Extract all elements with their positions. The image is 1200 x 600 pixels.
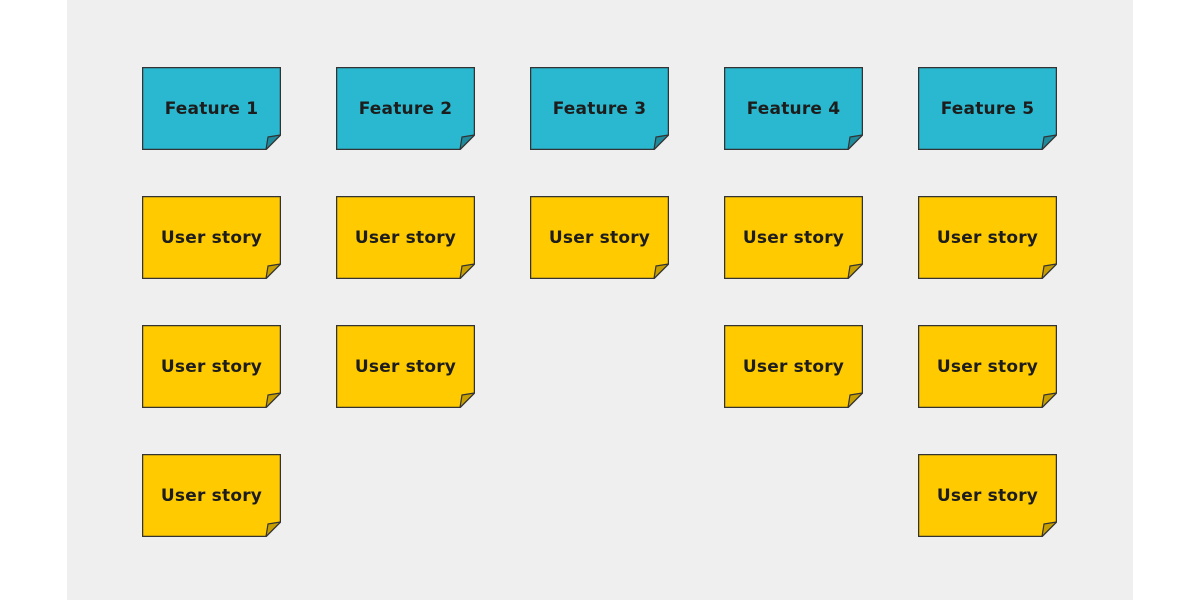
feature-column-1: Feature 1 User story User story User sto… bbox=[142, 67, 281, 537]
note-fold-corner bbox=[459, 263, 475, 279]
user-story-card[interactable]: User story bbox=[724, 325, 863, 408]
note-fold-corner bbox=[459, 134, 475, 150]
note-label: Feature 2 bbox=[358, 98, 453, 119]
note-fold-corner bbox=[1041, 263, 1057, 279]
note-label: User story bbox=[936, 485, 1039, 506]
user-story-card[interactable]: User story bbox=[336, 325, 475, 408]
note-label: User story bbox=[742, 356, 845, 377]
note-fold-corner bbox=[847, 392, 863, 408]
sticky-note-shape bbox=[530, 67, 669, 150]
sticky-note-shape bbox=[142, 67, 281, 150]
sticky-note-shape bbox=[918, 454, 1057, 537]
note-label: Feature 4 bbox=[746, 98, 841, 119]
note-fold-corner bbox=[847, 263, 863, 279]
note-fold-corner bbox=[265, 521, 281, 537]
user-story-card[interactable]: User story bbox=[336, 196, 475, 279]
note-label: User story bbox=[160, 485, 263, 506]
note-fold-corner bbox=[1041, 392, 1057, 408]
user-story-card[interactable]: User story bbox=[142, 454, 281, 537]
note-label: User story bbox=[354, 227, 457, 248]
feature-column-4: Feature 4 User story User story bbox=[724, 67, 863, 537]
feature-column-3: Feature 3 User story bbox=[530, 67, 669, 537]
note-label: User story bbox=[354, 356, 457, 377]
user-story-card[interactable]: User story bbox=[142, 196, 281, 279]
sticky-note-shape bbox=[336, 196, 475, 279]
note-fold-corner bbox=[1041, 521, 1057, 537]
sticky-note-shape bbox=[142, 454, 281, 537]
feature-card[interactable]: Feature 1 bbox=[142, 67, 281, 150]
sticky-note-shape bbox=[724, 325, 863, 408]
note-fold-corner bbox=[653, 134, 669, 150]
feature-card[interactable]: Feature 3 bbox=[530, 67, 669, 150]
sticky-note-shape bbox=[336, 325, 475, 408]
note-label: User story bbox=[742, 227, 845, 248]
sticky-note-shape bbox=[336, 67, 475, 150]
user-story-card[interactable]: User story bbox=[918, 196, 1057, 279]
user-story-card[interactable]: User story bbox=[142, 325, 281, 408]
note-fold-corner bbox=[265, 392, 281, 408]
note-fold-corner bbox=[653, 263, 669, 279]
note-label: User story bbox=[160, 356, 263, 377]
sticky-note-shape bbox=[918, 196, 1057, 279]
story-map-columns: Feature 1 User story User story User sto… bbox=[142, 67, 1057, 537]
note-label: User story bbox=[160, 227, 263, 248]
feature-column-2: Feature 2 User story User story bbox=[336, 67, 475, 537]
sticky-note-shape bbox=[918, 325, 1057, 408]
user-story-card[interactable]: User story bbox=[530, 196, 669, 279]
user-story-card[interactable]: User story bbox=[918, 454, 1057, 537]
user-story-card[interactable]: User story bbox=[918, 325, 1057, 408]
sticky-note-shape bbox=[918, 67, 1057, 150]
note-fold-corner bbox=[265, 134, 281, 150]
note-label: Feature 3 bbox=[552, 98, 647, 119]
sticky-note-shape bbox=[724, 196, 863, 279]
feature-column-5: Feature 5 User story User story User sto… bbox=[918, 67, 1057, 537]
sticky-note-shape bbox=[142, 325, 281, 408]
sticky-note-shape bbox=[724, 67, 863, 150]
note-label: Feature 1 bbox=[164, 98, 259, 119]
feature-card[interactable]: Feature 5 bbox=[918, 67, 1057, 150]
note-label: Feature 5 bbox=[940, 98, 1035, 119]
feature-card[interactable]: Feature 4 bbox=[724, 67, 863, 150]
note-fold-corner bbox=[265, 263, 281, 279]
note-fold-corner bbox=[459, 392, 475, 408]
user-story-card[interactable]: User story bbox=[724, 196, 863, 279]
note-label: User story bbox=[548, 227, 651, 248]
note-fold-corner bbox=[847, 134, 863, 150]
note-fold-corner bbox=[1041, 134, 1057, 150]
note-label: User story bbox=[936, 227, 1039, 248]
feature-card[interactable]: Feature 2 bbox=[336, 67, 475, 150]
note-label: User story bbox=[936, 356, 1039, 377]
sticky-note-shape bbox=[530, 196, 669, 279]
sticky-note-shape bbox=[142, 196, 281, 279]
